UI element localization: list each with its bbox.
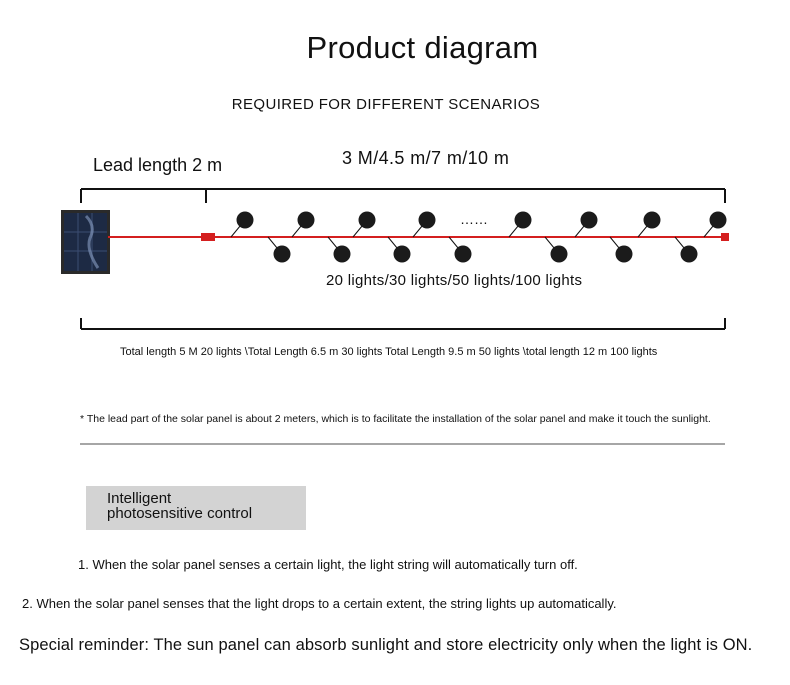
- total-length-text: Total length 5 M 20 lights \Total Length…: [120, 346, 658, 358]
- light-bulb-icon: [703, 211, 727, 238]
- light-bulb-icon: [574, 211, 598, 238]
- ellipsis: ……: [460, 211, 488, 227]
- light-bulb-icon: [544, 236, 568, 263]
- end-cap-icon: [721, 233, 729, 241]
- light-bulb-icon: [609, 236, 633, 263]
- light-bulb-icon: [508, 211, 532, 238]
- light-bulb-icon: [637, 211, 661, 238]
- light-bulb-icon: [267, 236, 291, 263]
- light-bulb-icon: [674, 236, 698, 263]
- light-bulb-icon: [230, 211, 254, 238]
- light-bulb-icon: [291, 211, 315, 238]
- light-bulb-icon: [352, 211, 376, 238]
- light-bulb-icon: [412, 211, 436, 238]
- control-title-line1: Intelligent: [107, 490, 172, 507]
- light-bulb-icon: [387, 236, 411, 263]
- page-title: Product diagram: [306, 30, 539, 65]
- lead-length-label: Lead length 2 m: [93, 155, 223, 175]
- special-reminder: Special reminder: The sun panel can abso…: [19, 636, 753, 654]
- solar-panel-icon: [61, 210, 110, 274]
- connector-icon: [201, 233, 215, 241]
- footnote: * The lead part of the solar panel is ab…: [80, 413, 711, 425]
- subtitle: REQUIRED FOR DIFFERENT SCENARIOS: [231, 96, 541, 113]
- list-item: 2. When the solar panel senses that the …: [22, 596, 617, 611]
- control-badge: [86, 486, 306, 530]
- lights-count-label: 20 lights/30 lights/50 lights/100 lights: [326, 272, 583, 289]
- light-bulb-icon: [327, 236, 351, 263]
- light-bulb-icon: [448, 236, 472, 263]
- control-title-line2: photosensitive control: [107, 505, 253, 522]
- string-length-label: 3 M/4.5 m/7 m/10 m: [342, 148, 510, 168]
- list-item: 1. When the solar panel senses a certain…: [78, 557, 578, 572]
